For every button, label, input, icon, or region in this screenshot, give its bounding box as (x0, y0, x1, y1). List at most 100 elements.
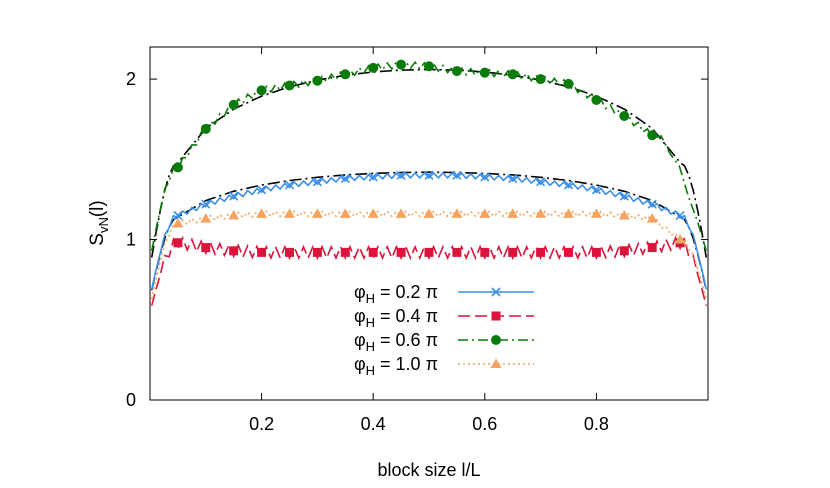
data-point (368, 172, 378, 182)
legend-symbol: φ (354, 306, 366, 326)
legend-sub: H (366, 339, 375, 354)
legend-sub: H (366, 363, 375, 378)
data-point (172, 162, 183, 173)
series-2 (150, 59, 708, 252)
data-point (173, 210, 183, 221)
series-3 (150, 208, 708, 300)
data-point (200, 123, 211, 134)
data-point (368, 62, 379, 73)
x-tick-label: 0.4 (361, 414, 386, 434)
y-axis-label-sub: vN (96, 217, 111, 233)
data-point (312, 177, 322, 187)
data-point (619, 191, 629, 201)
data-point (395, 208, 407, 218)
data-point (172, 218, 184, 228)
fit-curve (150, 171, 708, 291)
y-axis-label: SvN(l) (87, 200, 111, 245)
data-point (479, 208, 491, 218)
data-point (396, 59, 407, 70)
legend-label: φH = 0.4 π (354, 306, 438, 330)
data-point (619, 246, 629, 256)
data-point (228, 209, 240, 220)
data-point (507, 69, 518, 80)
data-point (340, 247, 350, 257)
data-point (563, 180, 574, 190)
data-point (535, 74, 546, 85)
legend-rest: = 1.0 π (375, 354, 438, 374)
data-point (451, 66, 462, 77)
data-point (423, 208, 435, 218)
data-point (675, 210, 685, 221)
y-axis-label-base: S (87, 233, 108, 246)
data-point (563, 78, 574, 89)
data-point (285, 247, 294, 257)
data-point (201, 243, 211, 253)
y-tick-label: 1 (126, 230, 136, 250)
legend-marker (491, 311, 501, 321)
data-point (590, 208, 602, 218)
data-point (618, 209, 630, 220)
legend-symbol: φ (354, 330, 366, 350)
data-point (424, 170, 434, 180)
legend-sub: H (366, 315, 375, 330)
data-point (312, 247, 322, 257)
data-point (536, 177, 546, 187)
data-point (424, 247, 434, 257)
data-point (564, 247, 573, 257)
data-point (646, 213, 658, 223)
series-line (150, 235, 708, 306)
data-point (257, 247, 267, 257)
legend-label: φH = 0.6 π (354, 330, 438, 354)
data-point (284, 80, 295, 91)
x-tick-label: 0.2 (249, 414, 274, 434)
data-point (200, 213, 212, 223)
data-point (173, 238, 183, 248)
data-point (480, 247, 490, 257)
series-line (150, 60, 708, 252)
data-point (256, 85, 267, 96)
x-tick-label: 0.6 (472, 414, 497, 434)
data-point (647, 199, 657, 209)
data-point (229, 246, 239, 256)
data-point (424, 61, 434, 72)
data-point (396, 247, 406, 257)
data-point (284, 208, 295, 218)
data-point (647, 243, 657, 253)
data-point (619, 110, 630, 121)
data-point (228, 99, 239, 110)
y-axis-label-suffix: (l) (87, 200, 108, 217)
fit-curve (150, 68, 708, 258)
x-axis-label: block size l/L (377, 460, 480, 480)
data-point (311, 208, 323, 218)
legend-marker (490, 358, 502, 368)
data-point (452, 247, 462, 257)
data-point (563, 208, 574, 218)
data-point (367, 208, 379, 218)
data-point (201, 199, 211, 209)
data-point (480, 172, 490, 182)
data-point (257, 185, 267, 195)
y-tick-label: 2 (126, 69, 136, 89)
data-point (229, 191, 239, 201)
data-point (339, 208, 351, 218)
data-point (340, 69, 351, 80)
data-point (396, 170, 406, 180)
data-point (591, 247, 601, 257)
data-point (674, 234, 686, 244)
data-point (340, 174, 350, 184)
data-point (312, 75, 323, 86)
plot-frame (149, 46, 709, 401)
data-point (284, 180, 295, 190)
legend-symbol: φ (354, 282, 366, 302)
data-point (536, 247, 546, 257)
legend-rest: = 0.6 π (375, 330, 438, 350)
data-point (452, 170, 462, 180)
data-point (368, 247, 378, 257)
legend-label: φH = 1.0 π (354, 354, 438, 378)
data-point (647, 130, 658, 141)
series-0 (150, 170, 708, 290)
series-line (150, 171, 708, 290)
x-tick-label: 0.8 (584, 414, 609, 434)
